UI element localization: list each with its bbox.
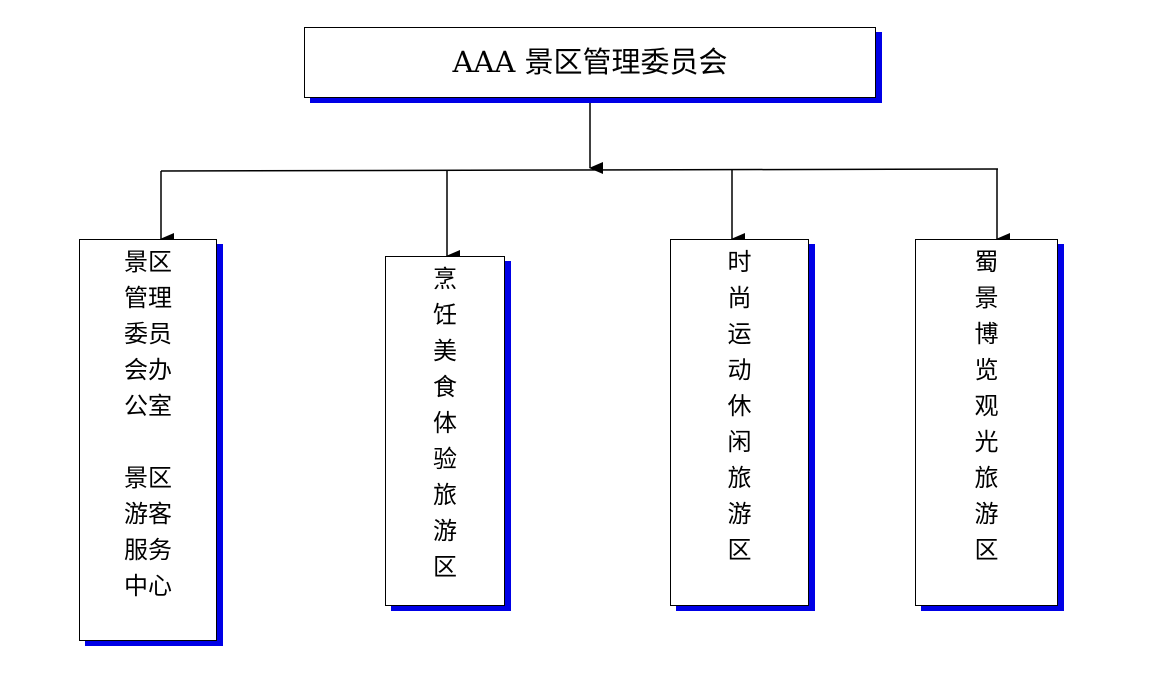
child-connectors — [160, 169, 1010, 262]
child-node-4: 蜀 景 博 览 观 光 旅 游 区 — [915, 239, 1058, 606]
child-node-2: 烹 饪 美 食 体 验 旅 游 区 — [385, 256, 505, 606]
root-node: AAA 景区管理委员会 — [304, 27, 876, 98]
child-node-2-label: 烹 饪 美 食 体 验 旅 游 区 — [433, 265, 457, 581]
child-node-3-label: 时 尚 运 动 休 闲 旅 游 区 — [727, 248, 752, 564]
horizontal-bus-line — [160, 168, 999, 172]
child-node-3: 时 尚 运 动 休 闲 旅 游 区 — [670, 239, 809, 606]
root-node-label: AAA 景区管理委员会 — [452, 45, 728, 79]
child-node-1: 景区 管理 委员 会办 公室 景区 游客 服务 中心 — [79, 239, 217, 641]
child-node-4-label: 蜀 景 博 览 观 光 旅 游 区 — [974, 248, 999, 564]
child-node-1-label: 景区 管理 委员 会办 公室 景区 游客 服务 中心 — [124, 248, 172, 600]
